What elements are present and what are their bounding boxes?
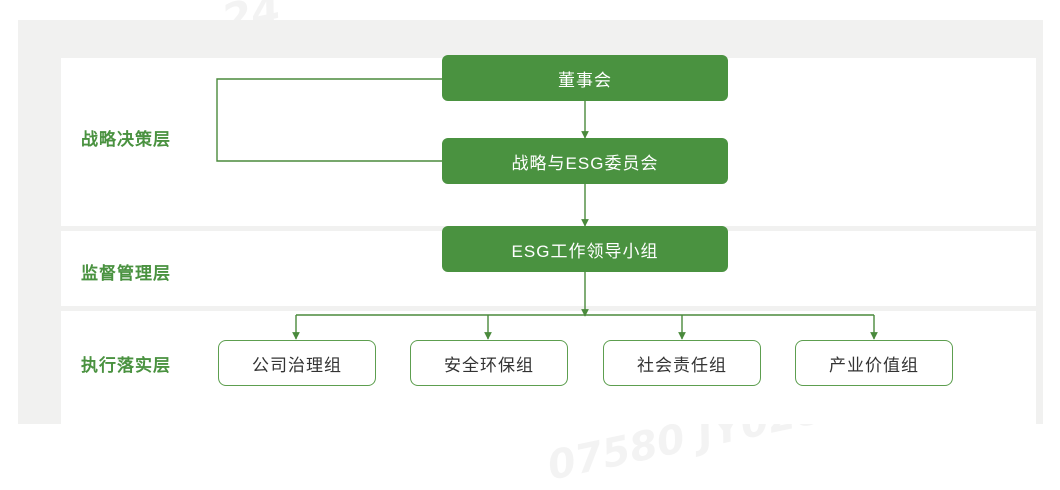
- node-social-responsibility-group[interactable]: 社会责任组: [603, 340, 761, 386]
- node-strategy-esg-committee[interactable]: 战略与ESG委员会: [442, 138, 728, 184]
- diagram-canvas: 24 28080035 07580 JY0280 战略决策层 监督管理层 执行落…: [18, 0, 1043, 490]
- node-industry-value-group[interactable]: 产业价值组: [795, 340, 953, 386]
- node-safety-environment-group[interactable]: 安全环保组: [410, 340, 568, 386]
- node-esg-leading-group[interactable]: ESG工作领导小组: [442, 226, 728, 272]
- layer-label-supervision-management: 监督管理层: [81, 264, 171, 283]
- node-corporate-governance-group[interactable]: 公司治理组: [218, 340, 376, 386]
- layer-label-execution-implementation: 执行落实层: [81, 356, 171, 375]
- layer-label-strategic-decision: 战略决策层: [81, 130, 171, 149]
- node-board[interactable]: 董事会: [442, 55, 728, 101]
